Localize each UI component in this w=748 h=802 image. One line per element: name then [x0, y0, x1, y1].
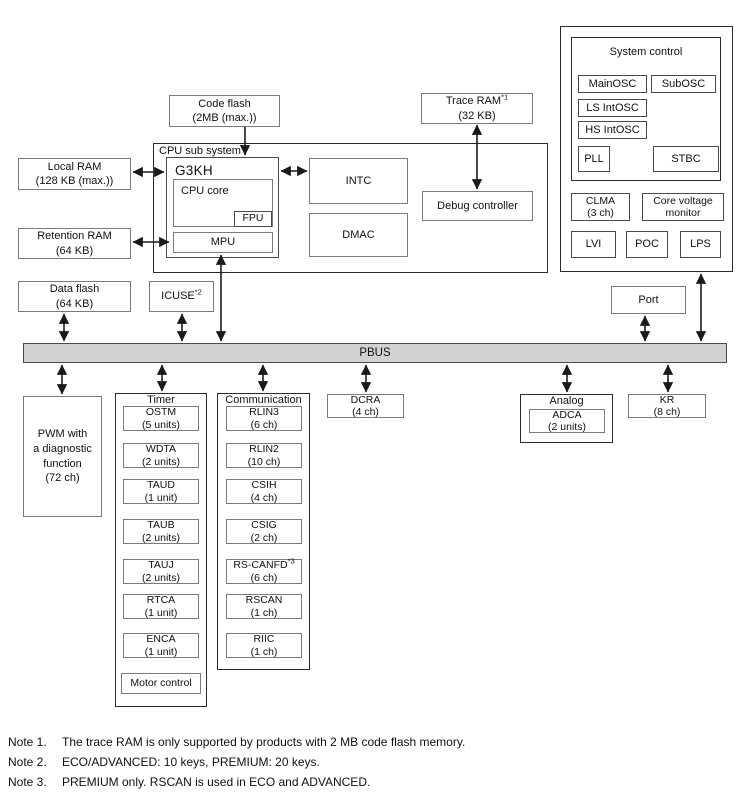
- comm-item-riic: RIIC(1 ch): [226, 633, 302, 658]
- lps-box: LPS: [680, 231, 721, 258]
- trace-ram-box: Trace RAM*1 (32 KB): [421, 93, 533, 124]
- comm-item-rlin2: RLIN2(10 ch): [226, 443, 302, 468]
- hs-intosc-box: HS IntOSC: [578, 121, 647, 139]
- dcra-box: DCRA(4 ch): [327, 394, 404, 418]
- adca-box: ADCA(2 units): [529, 409, 605, 433]
- analog-group-label: Analog: [549, 395, 584, 407]
- cpu-subsystem-label: CPU sub system: [159, 145, 241, 157]
- g3kh-label: G3KH: [175, 163, 213, 178]
- stbc-box: STBC: [653, 146, 719, 172]
- local-ram-box: Local RAM (128 KB (max.)): [18, 158, 131, 190]
- comm-item-rs-canfd: RS-CANFD*3 (6 ch): [226, 558, 302, 584]
- poc-box: POC: [626, 231, 668, 258]
- timer-item-wdta: WDTA(2 units): [123, 443, 199, 468]
- lvi-box: LVI: [571, 231, 616, 258]
- intc-box: INTC: [309, 158, 408, 204]
- timer-group-label: Timer: [147, 394, 175, 406]
- ls-intosc-box: LS IntOSC: [578, 99, 647, 117]
- timer-item-taud: TAUD(1 unit): [123, 479, 199, 504]
- comm-item-rscan: RSCAN(1 ch): [226, 594, 302, 619]
- subosc-box: SubOSC: [651, 75, 716, 93]
- communication-group-label: Communication: [225, 394, 302, 406]
- mpu-box: MPU: [173, 232, 273, 253]
- system-control-label: System control: [609, 46, 683, 58]
- note-2: Note 2.ECO/ADVANCED: 10 keys, PREMIUM: 2…: [8, 755, 320, 769]
- timer-item-tauj: TAUJ(2 units): [123, 559, 199, 584]
- code-flash-box: Code flash (2MB (max.)): [169, 95, 280, 127]
- fpu-box: FPU: [234, 211, 272, 227]
- icuse-box: ICUSE*2: [149, 281, 214, 312]
- dmac-box: DMAC: [309, 213, 408, 257]
- comm-item-csig: CSIG(2 ch): [226, 519, 302, 544]
- data-flash-box: Data flash (64 KB): [18, 281, 131, 312]
- note-1: Note 1.The trace RAM is only supported b…: [8, 735, 466, 749]
- comm-item-rlin3: RLIN3(6 ch): [226, 406, 302, 431]
- note-3: Note 3.PREMIUM only. RSCAN is used in EC…: [8, 775, 371, 789]
- clma-box: CLMA (3 ch): [571, 193, 630, 221]
- pbus-bar: PBUS: [23, 343, 727, 363]
- timer-group: Timer: [115, 393, 207, 707]
- core-voltage-monitor-box: Core voltage monitor: [642, 193, 724, 221]
- pll-box: PLL: [578, 146, 610, 172]
- kr-box: KR(8 ch): [628, 394, 706, 418]
- timer-item-rtca: RTCA(1 unit): [123, 594, 199, 619]
- port-box: Port: [611, 286, 686, 314]
- motor-control-box: Motor control: [121, 673, 201, 694]
- timer-item-ostm: OSTM(5 units): [123, 406, 199, 431]
- comm-item-csih: CSIH(4 ch): [226, 479, 302, 504]
- pwm-box: PWM with a diagnostic function (72 ch): [23, 396, 102, 517]
- pbus-label: PBUS: [359, 347, 391, 359]
- timer-item-enca: ENCA(1 unit): [123, 633, 199, 658]
- debug-controller-box: Debug controller: [422, 191, 533, 221]
- mainosc-box: MainOSC: [578, 75, 647, 93]
- timer-item-taub: TAUB(2 units): [123, 519, 199, 544]
- retention-ram-box: Retention RAM (64 KB): [18, 228, 131, 259]
